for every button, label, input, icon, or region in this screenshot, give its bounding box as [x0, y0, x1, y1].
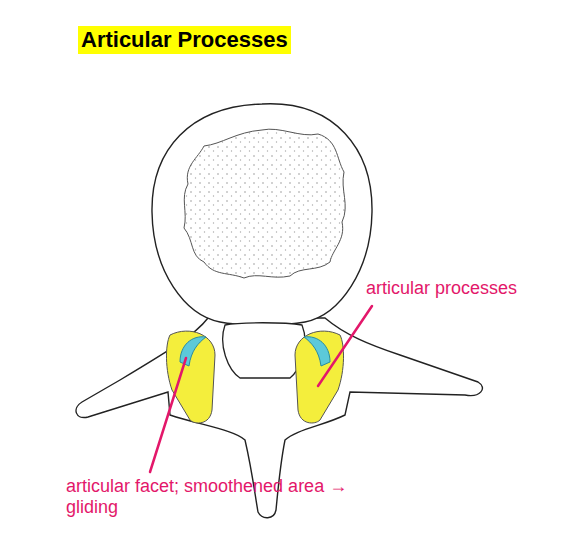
vertebral-foramen: [223, 323, 305, 378]
leader-line: [150, 358, 186, 472]
vertebral-body: [152, 104, 372, 325]
slide-title: Articular Processes: [78, 26, 291, 54]
articular-facet: [304, 337, 330, 366]
articular-process: [295, 331, 344, 423]
cancellous-bone: [184, 129, 345, 278]
articular-process: [166, 331, 215, 423]
annotation-label: articular facet; smoothened area → glidi…: [66, 476, 366, 517]
annotation-label: articular processes: [366, 278, 576, 299]
leader-line: [318, 306, 372, 386]
